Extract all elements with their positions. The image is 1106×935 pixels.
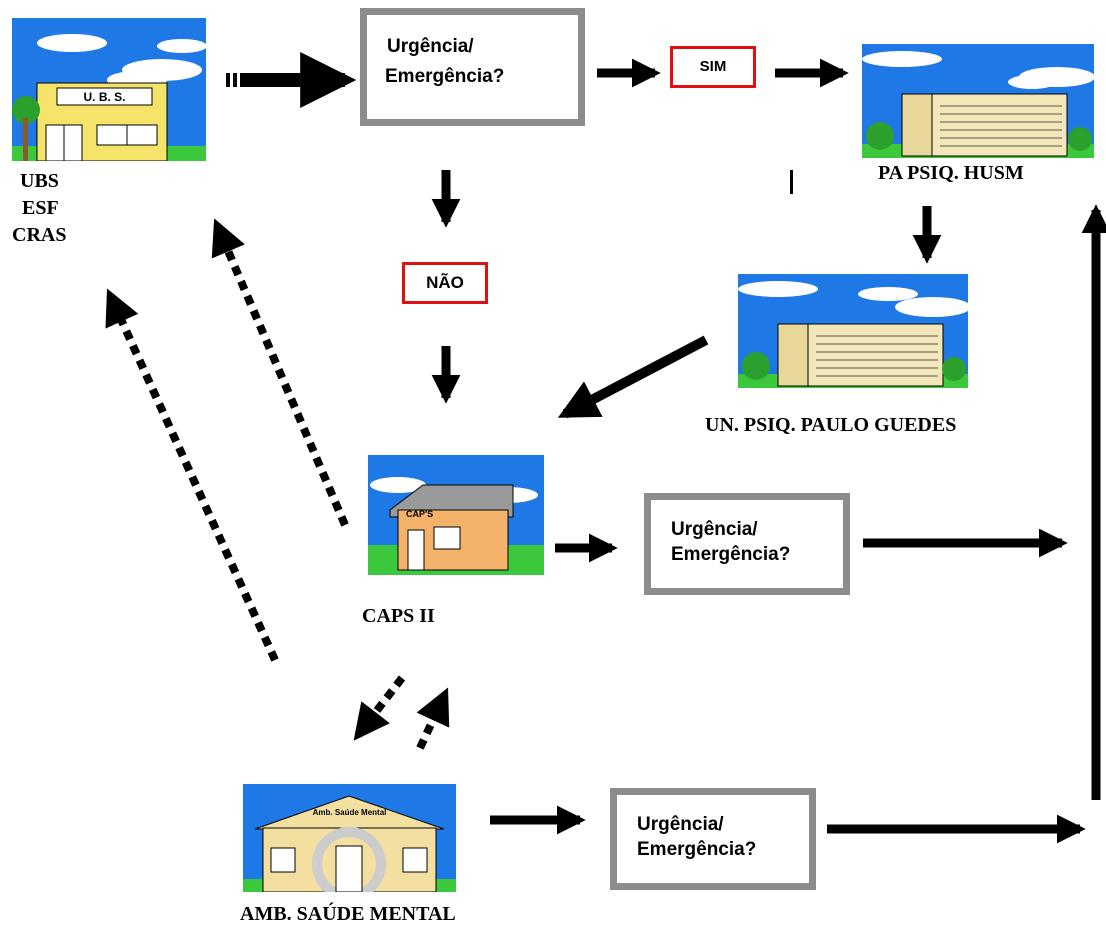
decision-box-caps: Urgência/ Emergência? [644, 493, 850, 595]
caps-sign: CAP'S [406, 509, 434, 519]
ubs-caption: UBS ESF CRAS [12, 168, 66, 249]
amb-image: Amb. Saúde Mental [243, 784, 456, 892]
ubs-caption-line-3: CRAS [12, 224, 67, 246]
decision-box-top: Urgência/ Emergência? [360, 8, 585, 126]
decision-top-line-1: Urgência/ [387, 36, 474, 57]
caps-caption: CAPS II [362, 605, 435, 627]
amb-sign: Amb. Saúde Mental [312, 808, 387, 817]
ubs-image: U. B. S. [12, 18, 206, 161]
answer-no-box: NÃO [402, 262, 488, 304]
answer-yes-box: SIM [670, 46, 756, 88]
ubs-caption-line-2: ESF [22, 197, 59, 219]
dotted-arrow-caps-to-amb [353, 675, 406, 741]
dotted-arrow-amb-to-ubs [105, 288, 279, 662]
caps-illustration [368, 477, 544, 575]
hospital-illustration [862, 51, 1094, 158]
amb-caption: AMB. SAÚDE MENTAL [240, 903, 456, 925]
arrow-paulo-to-caps [557, 335, 709, 419]
paulo-guedes-image [738, 274, 968, 388]
arrow-ubs-to-decision [226, 52, 357, 108]
pa-husm-image [862, 44, 1094, 158]
amb-illustration [243, 795, 456, 892]
paulo-guedes-caption: UN. PSIQ. PAULO GUEDES [705, 414, 957, 436]
decision-amb-line-2: Emergência? [637, 839, 757, 860]
ubs-caption-line-1: UBS [20, 170, 59, 192]
dotted-arrow-caps-to-ubs [211, 218, 349, 527]
hospital-illustration-2 [738, 281, 968, 388]
decision-caps-line-2: Emergência? [671, 544, 791, 565]
pa-husm-caption: PA PSIQ. HUSM [878, 162, 1024, 184]
decision-box-amb: Urgência/ Emergência? [610, 788, 816, 890]
decision-caps-line-1: Urgência/ [671, 519, 758, 540]
dotted-arrow-amb-to-caps [416, 687, 450, 750]
ubs-sign: U. B. S. [83, 90, 126, 104]
stray-mark [790, 170, 793, 194]
caps-image: CAP'S [368, 455, 544, 575]
decision-top-line-2: Emergência? [385, 66, 505, 87]
decision-amb-line-1: Urgência/ [637, 814, 724, 835]
ubs-illustration [12, 34, 206, 161]
